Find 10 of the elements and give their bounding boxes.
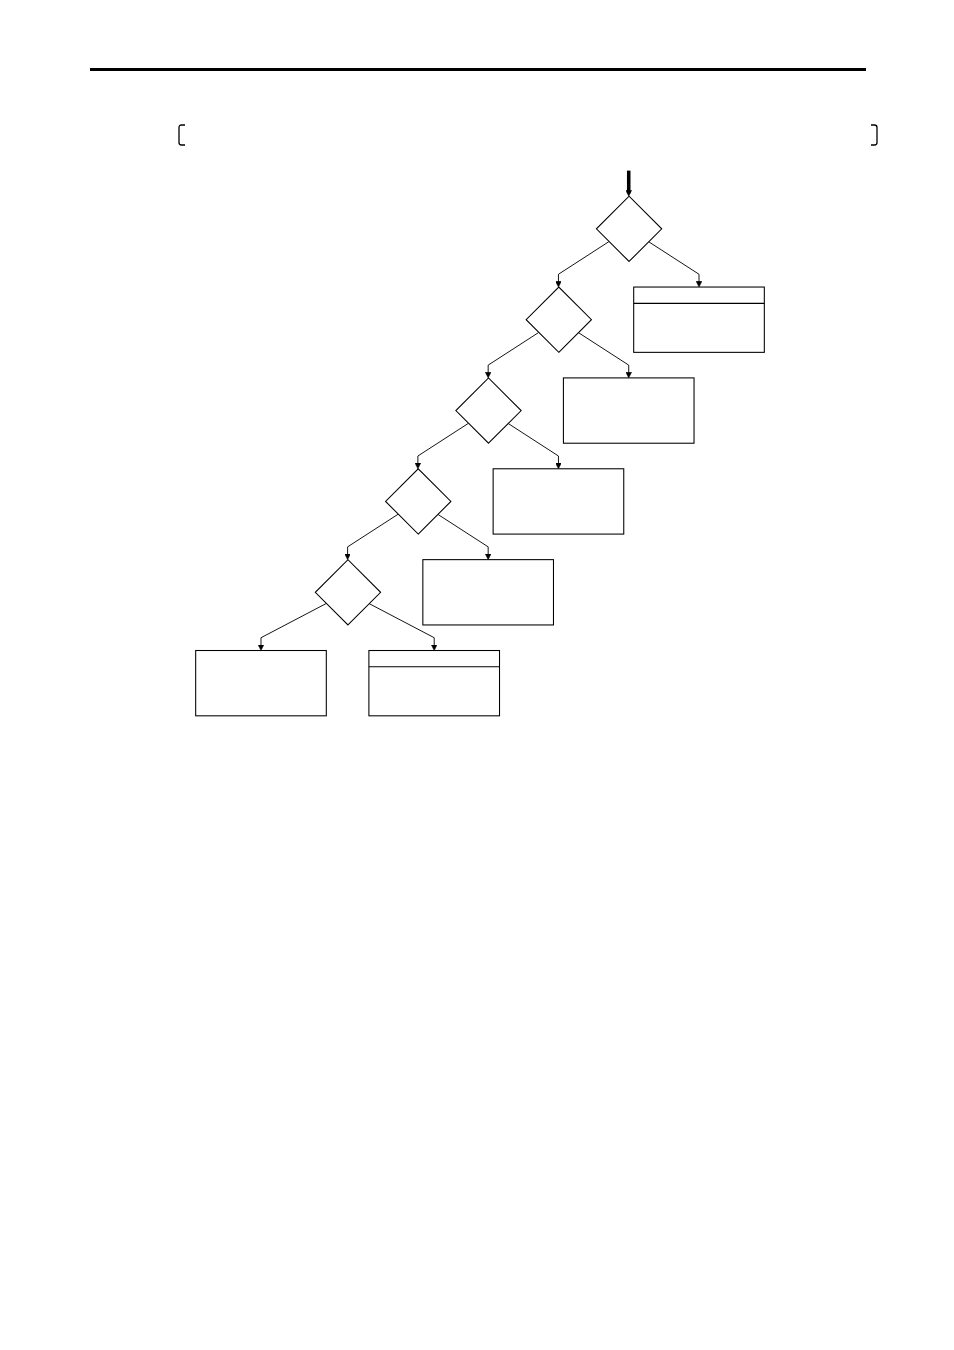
node-diamond: [384, 468, 452, 535]
node-diamond: [525, 286, 593, 354]
node-box: [422, 559, 554, 626]
node-diamond: [455, 377, 522, 444]
node-box: [492, 468, 625, 535]
node-box: [195, 650, 327, 717]
node-box: [562, 377, 695, 444]
node-diamond: [595, 195, 663, 263]
node-diamond: [314, 558, 382, 626]
arrow: [625, 170, 632, 197]
